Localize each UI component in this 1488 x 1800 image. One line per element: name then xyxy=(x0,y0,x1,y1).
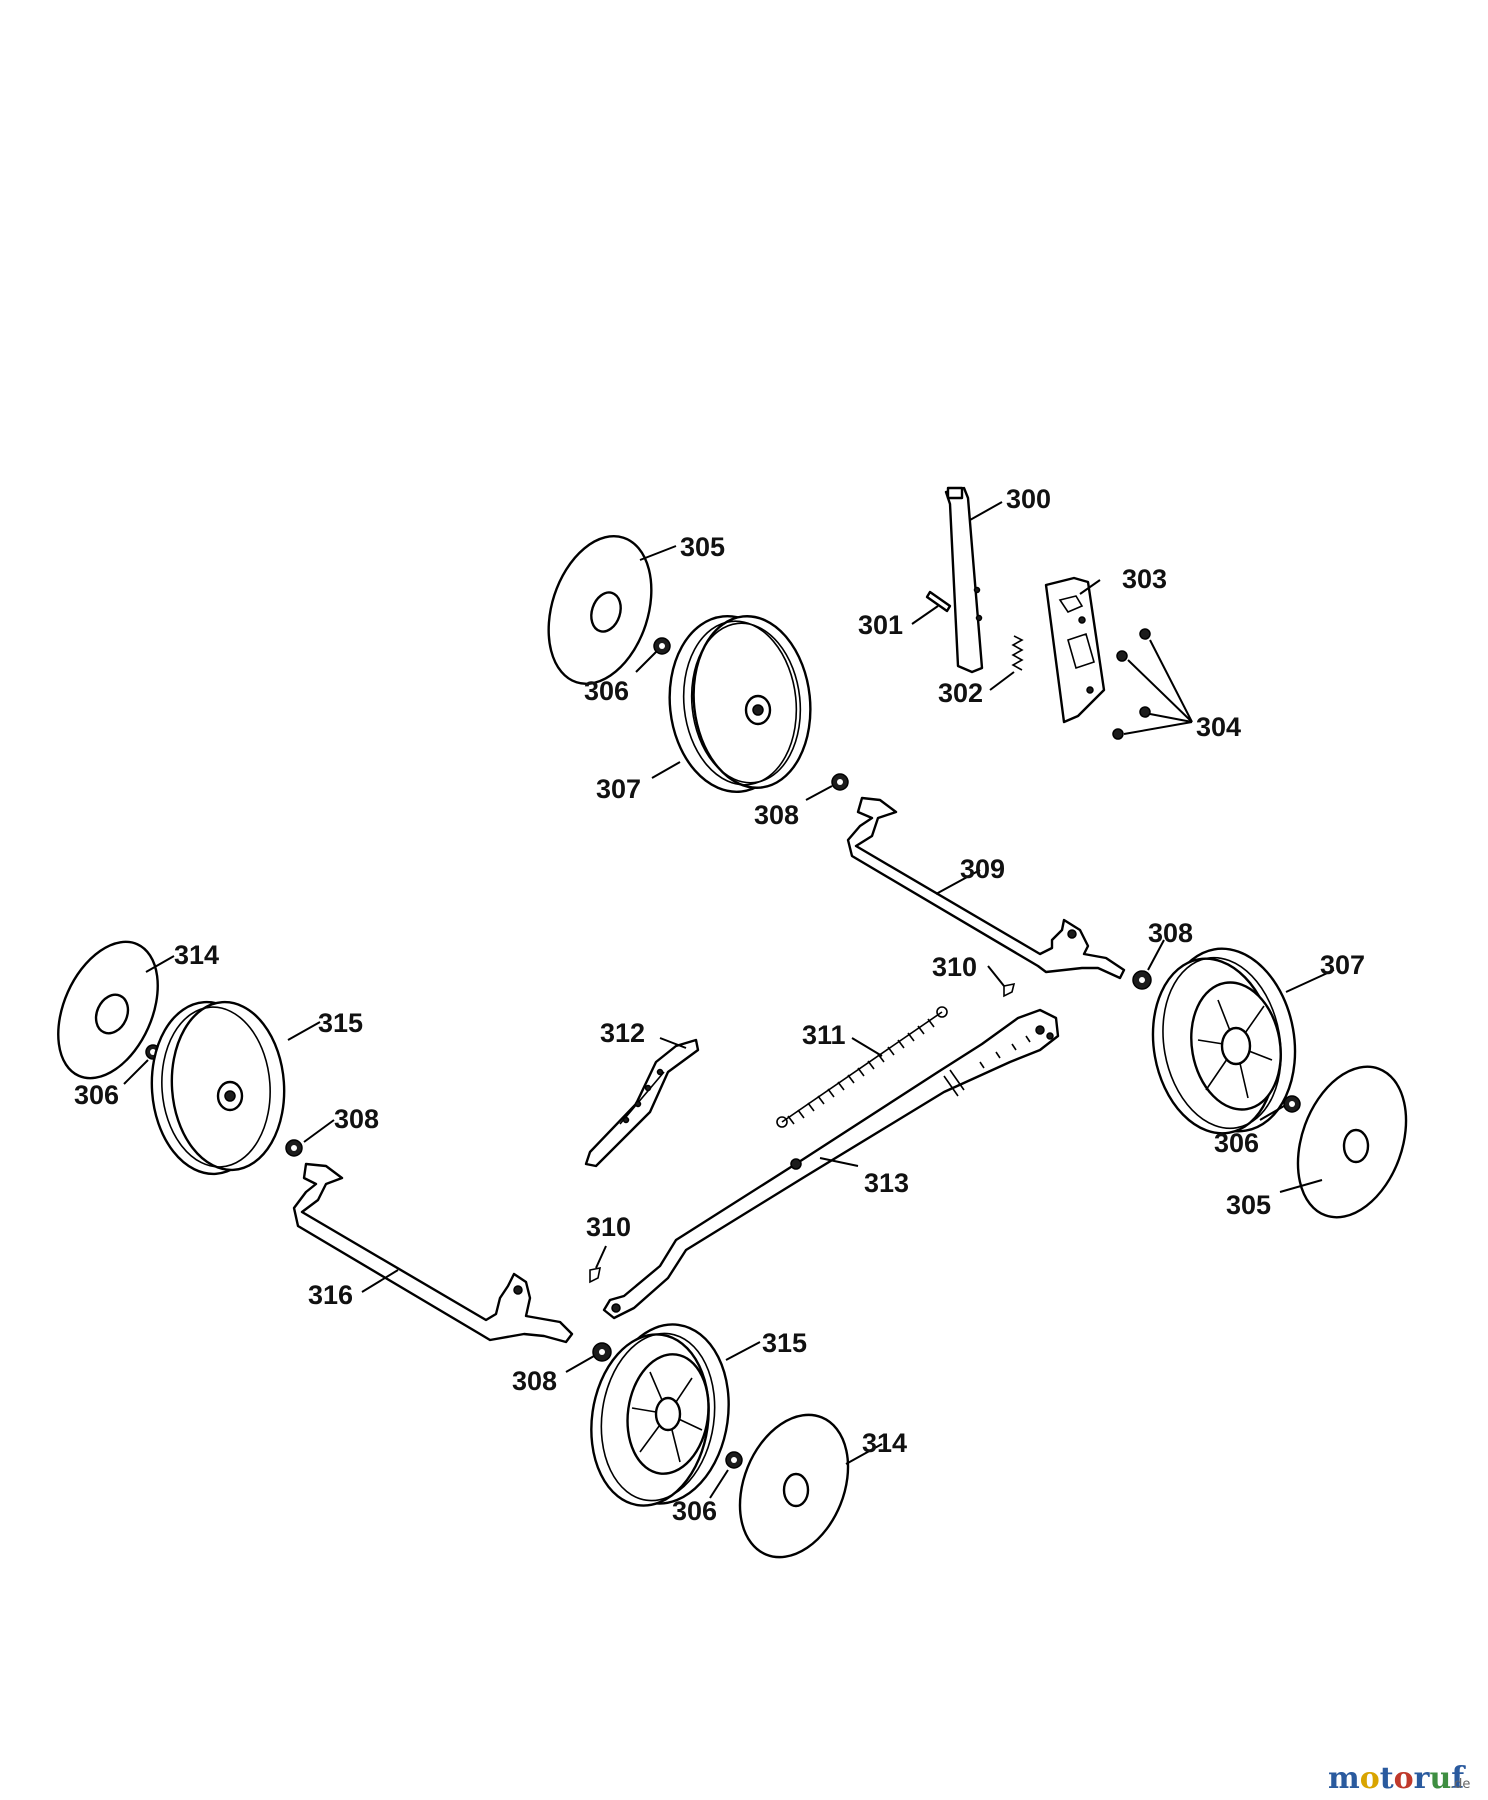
label-313: 313 xyxy=(864,1168,909,1198)
part-315-wheel-left xyxy=(150,1000,286,1176)
wm-letter-6: f xyxy=(1451,1761,1466,1796)
wm-letter-5: u xyxy=(1429,1761,1451,1796)
label-305-right: 305 xyxy=(1226,1190,1271,1220)
part-310-clip-top xyxy=(1003,982,1016,998)
label-312: 312 xyxy=(600,1018,645,1048)
part-306-nut-right xyxy=(1283,1095,1301,1113)
part-308-washer-top xyxy=(831,773,849,791)
part-303-bracket xyxy=(1044,576,1106,724)
wm-letter-4: r xyxy=(1414,1761,1431,1796)
wm-letter-0: m xyxy=(1328,1761,1360,1796)
label-310-bottom: 310 xyxy=(586,1212,631,1242)
label-307-right: 307 xyxy=(1320,950,1365,980)
part-labels: 300 301 302 303 304 305 306 307 308 309 … xyxy=(74,484,1365,1526)
part-307-wheel-top xyxy=(668,615,812,793)
label-302: 302 xyxy=(938,678,983,708)
part-301-pin xyxy=(925,590,952,613)
wm-letter-2: t xyxy=(1380,1761,1394,1796)
label-315-bottom: 315 xyxy=(762,1328,807,1358)
part-304-screws xyxy=(1112,628,1151,740)
part-302-spring xyxy=(1011,635,1024,671)
label-310-top: 310 xyxy=(932,952,977,982)
label-316: 316 xyxy=(308,1280,353,1310)
watermark-logo: motoruf .de xyxy=(1328,1761,1470,1796)
part-314-hubcap-left xyxy=(57,940,159,1080)
part-306-nut-bottom xyxy=(725,1451,743,1469)
label-306-left: 306 xyxy=(74,1080,119,1110)
part-305-hubcap-right xyxy=(1296,1065,1408,1219)
part-314-hubcap-bottom xyxy=(738,1413,850,1559)
label-300: 300 xyxy=(1006,484,1051,514)
label-306-top: 306 xyxy=(584,676,629,706)
wm-suffix: .de xyxy=(1450,1777,1470,1792)
label-314-left: 314 xyxy=(174,940,219,970)
label-304: 304 xyxy=(1196,712,1241,742)
label-306-bottom: 306 xyxy=(672,1496,717,1526)
label-306-right: 306 xyxy=(1214,1128,1259,1158)
label-308-top: 308 xyxy=(754,800,799,830)
part-311-spring xyxy=(776,1006,948,1128)
part-305-hubcap-top xyxy=(547,535,653,685)
label-309: 309 xyxy=(960,854,1005,884)
label-303: 303 xyxy=(1122,564,1167,594)
part-309-axle xyxy=(846,796,1126,980)
part-308-washer-bottom xyxy=(592,1342,612,1362)
part-300-lever xyxy=(944,486,984,674)
part-306-nut-top xyxy=(653,637,671,655)
label-308-right: 308 xyxy=(1148,918,1193,948)
part-308-washer-right xyxy=(1132,970,1152,990)
wm-letter-1: o xyxy=(1360,1761,1380,1796)
label-308-bottom: 308 xyxy=(512,1366,557,1396)
label-308-left: 308 xyxy=(334,1104,379,1134)
label-305-top: 305 xyxy=(680,532,725,562)
part-310-clip-bottom xyxy=(589,1266,602,1284)
part-308-washer-left xyxy=(285,1139,303,1157)
label-307-top: 307 xyxy=(596,774,641,804)
part-315-wheel-bottom xyxy=(590,1323,730,1507)
label-301: 301 xyxy=(858,610,903,640)
label-315-left: 315 xyxy=(318,1008,363,1038)
part-307-wheel-right xyxy=(1151,947,1297,1135)
label-311: 311 xyxy=(802,1020,846,1050)
label-314-bottom: 314 xyxy=(862,1428,907,1458)
leader-lines xyxy=(123,501,1335,1499)
part-313-handle-link xyxy=(602,1008,1060,1320)
wm-letter-3: o xyxy=(1394,1761,1414,1796)
part-312-plate xyxy=(584,1038,700,1168)
part-316-axle xyxy=(292,1162,574,1344)
svg-text:motoruf: motoruf xyxy=(1328,1761,1466,1796)
